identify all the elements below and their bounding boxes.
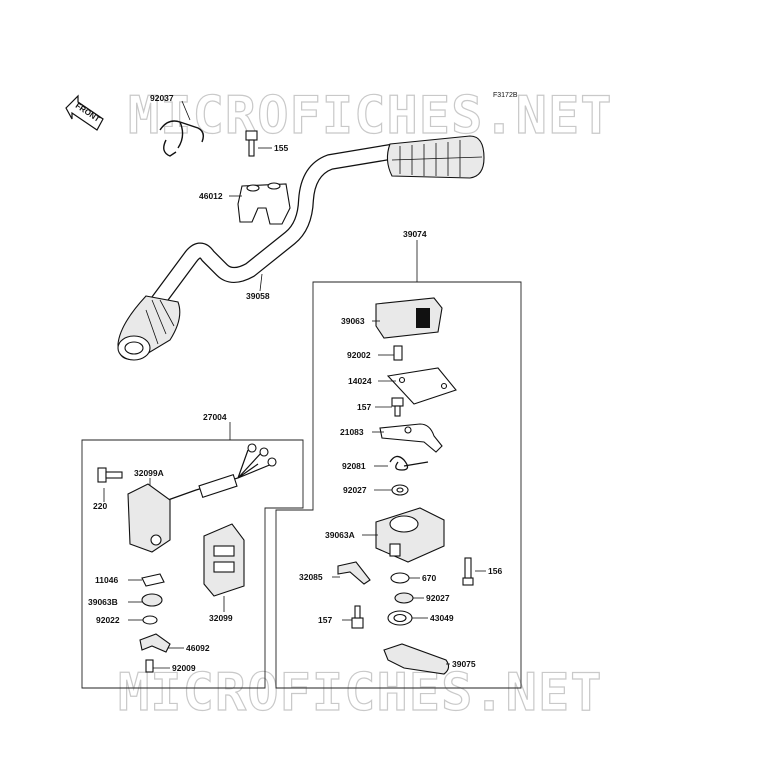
label-46012: 46012 <box>199 191 223 201</box>
brand-logo-icon <box>416 308 430 328</box>
label-14024: 14024 <box>348 376 372 386</box>
leader-lines <box>103 100 486 669</box>
label-92022: 92022 <box>96 615 120 625</box>
label-46092: 46092 <box>186 643 210 653</box>
label-39058: 39058 <box>246 291 270 301</box>
handlebar-group <box>117 120 485 361</box>
watermark-top: MICROFICHES.NET <box>128 86 613 146</box>
screw-220 <box>97 467 107 483</box>
lever-21083 <box>379 423 443 453</box>
label-39075: 39075 <box>452 659 476 669</box>
label-670: 670 <box>422 573 436 583</box>
label-39063: 39063 <box>341 316 365 326</box>
lever-46092 <box>139 633 171 653</box>
washer-92027-lower <box>394 592 414 604</box>
bolt-155 <box>245 130 258 157</box>
throttle-lever-39075 <box>383 643 450 675</box>
grip-right <box>386 135 485 179</box>
clip-92037 <box>159 120 205 157</box>
label-39074: 39074 <box>403 229 427 239</box>
label-92037: 92037 <box>150 93 174 103</box>
part-labels: 92037 155 46012 39058 39074 39063 92002 … <box>88 93 502 673</box>
label-32085: 32085 <box>299 572 323 582</box>
label-92027-upper: 92027 <box>343 485 367 495</box>
label-92027-lower: 92027 <box>426 593 450 603</box>
handlebar-clamp-46012 <box>237 182 291 225</box>
bracket-11046 <box>141 573 165 587</box>
cover-39063 <box>375 297 443 339</box>
bolt-157-lower <box>351 605 364 629</box>
housing-39063A <box>375 507 445 563</box>
label-39063A: 39063A <box>325 530 355 540</box>
gasket-14024 <box>386 367 457 405</box>
housing-32099A <box>127 483 171 553</box>
bolt-157-upper <box>391 397 404 417</box>
box-39074 <box>275 281 522 689</box>
box-27004 <box>81 439 304 689</box>
switch-39074-parts <box>337 297 474 675</box>
label-39063B: 39063B <box>88 597 118 607</box>
label-157-upper: 157 <box>357 402 371 412</box>
washer-92022 <box>142 615 158 625</box>
screw-92002 <box>393 345 403 361</box>
label-92009: 92009 <box>172 663 196 673</box>
front-direction-arrow-icon: FRONT <box>65 94 104 131</box>
knob-39063B <box>141 593 163 607</box>
switch-27004-parts <box>97 443 277 673</box>
screw-92009 <box>145 659 154 673</box>
figure-code: F3172B <box>493 92 518 99</box>
label-32099A: 32099A <box>134 468 164 478</box>
label-32099: 32099 <box>209 613 233 623</box>
label-11046: 11046 <box>95 575 118 585</box>
spring-92081 <box>389 455 429 471</box>
label-220: 220 <box>93 501 107 511</box>
label-155: 155 <box>274 143 288 153</box>
bolt-156 <box>462 557 474 586</box>
label-92002: 92002 <box>347 350 371 360</box>
label-21083: 21083 <box>340 427 364 437</box>
label-27004: 27004 <box>203 412 227 422</box>
label-157-lower: 157 <box>318 615 332 625</box>
lever-32085 <box>337 561 371 585</box>
label-156: 156 <box>488 566 502 576</box>
label-92081: 92081 <box>342 461 366 471</box>
cover-32099 <box>203 523 245 597</box>
label-43049: 43049 <box>430 613 454 623</box>
o-ring-670 <box>390 572 410 584</box>
grip-left <box>117 295 181 361</box>
